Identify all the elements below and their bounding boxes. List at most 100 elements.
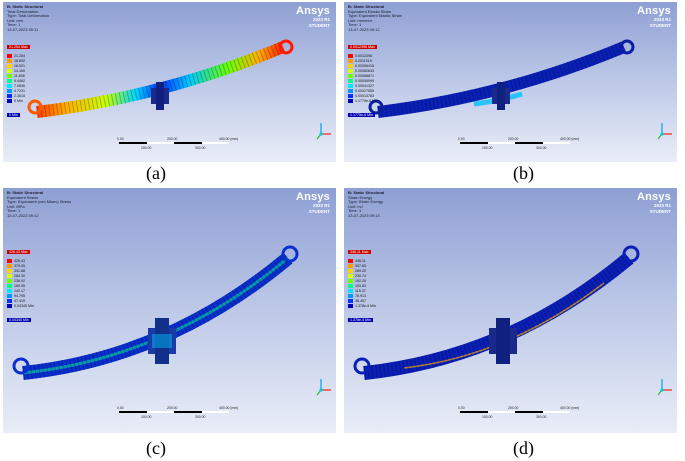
legend-swatch — [7, 268, 12, 273]
legend-row: 0.0012396 — [348, 53, 388, 58]
result-header: B: Static Structural Total Deformation T… — [7, 4, 50, 32]
legend-swatch — [7, 68, 12, 73]
legend-row: 0.00082643 — [348, 68, 388, 73]
caption-c: (c) — [146, 438, 166, 458]
legend-swatch — [7, 263, 12, 268]
legend-swatch — [348, 53, 353, 58]
legend-row: 0.00096415 — [348, 63, 388, 68]
axis-triad-icon[interactable] — [654, 376, 676, 398]
legend-value: 192.28 — [355, 278, 366, 283]
legend-value: 47.419 — [14, 298, 25, 303]
legend-row: 0.00013783 — [348, 93, 388, 98]
legend-swatch — [7, 283, 12, 288]
legend-value: 0.0011019 — [355, 58, 372, 63]
legend-row: 11.808 — [7, 73, 47, 78]
legend-max-label: 21.254 Max — [7, 45, 30, 49]
ansys-logo: Ansys 2023 R1 STUDENT — [295, 5, 330, 28]
axis-triad-icon[interactable] — [313, 120, 335, 142]
legend-row: 0.04345 Min — [7, 303, 47, 308]
result-viewport-b[interactable]: B: Static Structural Equivalent Elastic … — [344, 2, 677, 162]
legend-value: 236.92 — [14, 278, 25, 283]
legend-row: 9.4462 — [7, 78, 47, 83]
legend-swatch — [7, 293, 12, 298]
legend-row: 1.378e-5 Min — [348, 303, 388, 308]
legend-value: 16.531 — [14, 63, 25, 68]
legend-swatch — [348, 83, 353, 88]
legend-value: 189.55 — [14, 283, 25, 288]
axis-triad-icon[interactable] — [654, 120, 676, 142]
legend-swatch — [348, 78, 353, 83]
legend-row: 115.37 — [348, 288, 388, 293]
legend-value: 0 Min — [14, 98, 23, 103]
legend-swatch — [348, 68, 353, 73]
scale-bar: 0.00 200.00 400.00 (mm) 100.00 300.00 — [458, 406, 580, 419]
legend-swatch — [7, 63, 12, 68]
legend-value: 11.808 — [14, 73, 25, 78]
legend-row: 426.43 — [7, 258, 47, 263]
legend-value: 115.37 — [355, 288, 366, 293]
legend-value: 284.30 — [14, 273, 25, 278]
legend-value: 230.74 — [355, 273, 366, 278]
legend-value: 0.0012396 — [355, 53, 372, 58]
result-viewport-d[interactable]: B: Static Structural Strain Energy Type:… — [344, 188, 677, 433]
legend-row: 192.28 — [348, 278, 388, 283]
legend-swatch — [348, 58, 353, 63]
legend-row: 230.74 — [348, 273, 388, 278]
legend-row: 76.913 — [348, 293, 388, 298]
result-header: B: Static Structural Equivalent Elastic … — [348, 4, 403, 32]
legend-row: 21.254 — [7, 53, 47, 58]
leaf-spring-model-d[interactable] — [344, 188, 677, 433]
legend-value: 379.05 — [14, 263, 25, 268]
ansys-logo: Ansys 2023 R1 STUDENT — [295, 191, 330, 214]
legend-swatch — [348, 278, 353, 283]
legend-swatch — [348, 263, 353, 268]
legend-value: 142.17 — [14, 288, 25, 293]
legend-value: 18.892 — [14, 58, 25, 63]
legend-swatch — [348, 283, 353, 288]
legend-value: 2.3615 — [14, 93, 25, 98]
legend-swatch — [348, 303, 353, 308]
legend-swatch — [7, 93, 12, 98]
leaf-spring-model-a[interactable] — [3, 2, 336, 162]
legend-value: 0.00013783 — [355, 93, 374, 98]
legend-row: 7.0846 — [7, 83, 47, 88]
legend-swatch — [7, 288, 12, 293]
leaf-spring-model-b[interactable] — [344, 2, 677, 162]
leaf-spring-model-c[interactable] — [3, 188, 336, 433]
legend-swatch — [7, 98, 12, 103]
legend-swatch — [7, 78, 12, 83]
legend-row: 331.68 — [7, 268, 47, 273]
legend-row: 38.457 — [348, 298, 388, 303]
caption-a: (a) — [146, 163, 166, 183]
legend-swatch — [7, 298, 12, 303]
axis-triad-icon[interactable] — [313, 376, 335, 398]
legend-min-label: 0 Min — [7, 113, 20, 117]
scale-bar: 0.00 200.00 400.00 (mm) 100.00 300.00 — [458, 137, 580, 150]
result-viewport-c[interactable]: B: Static Structural Equivalent Stress T… — [3, 188, 336, 433]
legend-max-label: 0.0012396 Max — [348, 45, 377, 49]
legend-value: 76.913 — [355, 293, 366, 298]
legend-value: 1.1775e-6 Min — [355, 98, 378, 103]
result-viewport-a[interactable]: B: Static Structural Total Deformation T… — [3, 2, 336, 162]
legend-value: 94.795 — [14, 293, 25, 298]
ansys-logo: Ansys 2023 R1 STUDENT — [636, 191, 671, 214]
legend-swatch — [7, 258, 12, 263]
legend-max-label: 426.43 Max — [7, 250, 30, 254]
legend-row: 307.65 — [348, 263, 388, 268]
legend-swatch — [348, 298, 353, 303]
legend-value: 7.0846 — [14, 83, 25, 88]
legend-value: 331.68 — [14, 268, 25, 273]
legend-swatch — [348, 268, 353, 273]
legend-row: 236.92 — [7, 278, 47, 283]
legend-swatch — [7, 303, 12, 308]
legend-row: 0.00055099 — [348, 78, 388, 83]
legend-value: 38.457 — [355, 298, 366, 303]
legend-min-label: 0.04345 Min — [7, 318, 31, 322]
result-header: B: Static Structural Strain Energy Type:… — [348, 190, 385, 218]
